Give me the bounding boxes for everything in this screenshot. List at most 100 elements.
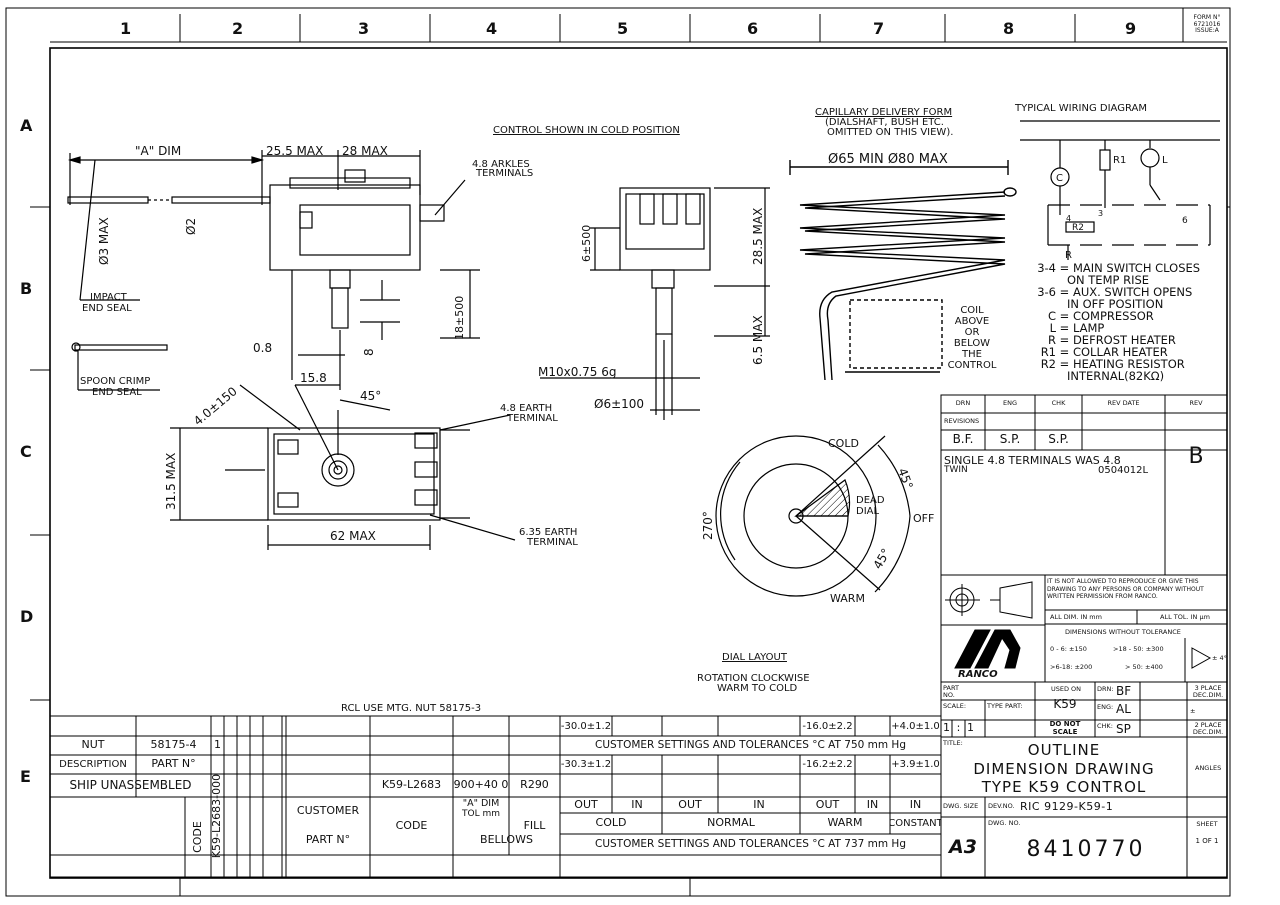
- revisions-label: REVISIONS: [944, 417, 980, 425]
- dial-warm: WARM: [830, 592, 865, 605]
- rev-header-rev: REV: [1189, 399, 1203, 408]
- dial-layout-title: DIAL LAYOUT: [722, 652, 788, 663]
- capillary-diameter: Ø65 MIN Ø80 MAX: [828, 152, 948, 167]
- all-tol-label: ALL TOL. IN µm: [1160, 613, 1210, 621]
- coil-note-1: COIL: [960, 305, 984, 316]
- legend-row: R = DEFROST HEATER: [1048, 333, 1176, 347]
- dwg-no-label: DWG. NO.: [988, 819, 1021, 827]
- description-value: PART N°: [151, 757, 196, 771]
- zone-col-7: 7: [873, 19, 884, 38]
- coil-note-3: OR: [965, 327, 980, 338]
- spoon-crimp-2: END SEAL: [92, 387, 142, 398]
- scale-left: 1: [943, 721, 950, 735]
- all-dim-label: ALL DIM. IN mm: [1050, 613, 1102, 621]
- rev-drn: B.F.: [952, 432, 974, 447]
- rev-note-date: 0504012L: [1098, 465, 1149, 476]
- wiring-r: R: [1065, 250, 1072, 261]
- dim-28-max: 28 MAX: [342, 144, 388, 158]
- drawing-title-3: TYPE K59 CONTROL: [981, 778, 1147, 796]
- mode-constant: CONSTANT: [890, 818, 941, 829]
- mode-normal: NORMAL: [707, 816, 755, 830]
- dial-rotation: ROTATION CLOCKWISE: [697, 673, 810, 684]
- rev-chk: S.P.: [1048, 432, 1069, 447]
- col-cold-out: OUT: [574, 797, 598, 811]
- angle-45-top: 45°: [360, 389, 381, 403]
- vertical-code: K59-L2683-000: [211, 773, 224, 859]
- dial-dead: DEAD: [856, 495, 885, 506]
- a-dim-label: "A" DIM: [135, 144, 181, 158]
- drawing-title-2: DIMENSION DRAWING: [973, 760, 1155, 778]
- form-number: FORM N° 6721016 ISSUE:A: [1193, 14, 1221, 35]
- refrigerant: R290: [520, 778, 549, 792]
- legend-row: L = LAMP: [1049, 321, 1105, 335]
- wiring-diagram: [1020, 120, 1220, 260]
- dim-15-8: 15.8: [300, 371, 327, 385]
- earth-48-label: 4.8 EARTH: [500, 403, 552, 414]
- dial-angle-45-a: 45°: [895, 466, 915, 491]
- legend-row: R1 = COLLAR HEATER: [1040, 345, 1168, 359]
- thread-spec: M10x0.75 6g: [538, 365, 617, 379]
- title-label: TITLE:: [943, 739, 963, 747]
- wiring-r1: R1: [1113, 155, 1126, 166]
- type-part-label: TYPE PART:: [987, 702, 1023, 710]
- capillary-coil: [789, 160, 1017, 381]
- coil-note-4: BELOW: [954, 338, 990, 349]
- zone-col-8: 8: [1003, 19, 1014, 38]
- rev-header-date: REV DATE: [1107, 399, 1140, 408]
- arkles-terminals-label-2: TERMINALS: [475, 168, 533, 179]
- eng-label: ENG:: [1097, 703, 1114, 711]
- arkles-terminals-label: 4.8 ARKLES: [472, 159, 530, 170]
- zone-col-1: 1: [120, 19, 131, 38]
- col-warm-out: OUT: [815, 797, 840, 811]
- spoon-crimp: SPOON CRIMP: [80, 376, 150, 387]
- rev-note-1: SINGLE 4.8 TERMINALS WAS 4.8: [944, 454, 1121, 467]
- nut-value: 58175-4: [150, 738, 197, 752]
- dim-31-5-max: 31.5 MAX: [164, 453, 178, 510]
- zone-col-3: 3: [358, 19, 369, 38]
- a-dim-value: 900+40 0: [453, 778, 509, 792]
- tol-range-3: >6-18: ±200: [1050, 663, 1093, 671]
- zone-row-e: E: [20, 767, 31, 786]
- col-cold-in: IN: [631, 797, 643, 811]
- settings-note-750: CUSTOMER SETTINGS AND TOLERANCES °C AT 7…: [595, 738, 906, 751]
- code-header: CODE: [395, 818, 428, 832]
- ranco-logo: [954, 629, 1021, 669]
- drawing-title-1: OUTLINE: [1027, 741, 1101, 759]
- wiring-l: L: [1162, 155, 1168, 166]
- two-place-label: 2 PLACE DEC.DIM.: [1192, 721, 1224, 736]
- fill-header: FILL: [523, 818, 546, 832]
- dial-angle-45-b: 45°: [870, 546, 893, 571]
- drn-value: BF: [1116, 684, 1132, 698]
- wiring-c: C: [1056, 173, 1063, 184]
- setting-cold-out-750: -30.0±1.2: [560, 720, 612, 732]
- capillary-title: CAPILLARY DELIVERY FORM: [815, 107, 952, 118]
- qty-value: 1: [214, 738, 221, 752]
- zone-row-c: C: [20, 442, 32, 461]
- customer-part-label: PART N°: [305, 833, 351, 847]
- zone-col-5: 5: [617, 19, 628, 38]
- rev-header-eng: ENG: [1002, 399, 1017, 408]
- col-constant-in: IN: [909, 797, 922, 811]
- rev-eng: S.P.: [999, 432, 1021, 447]
- dim-18: 18±500: [453, 296, 466, 340]
- copyright-note: IT IS NOT ALLOWED TO REPRODUCE OR GIVE T…: [1047, 578, 1204, 600]
- code-label: CODE: [190, 821, 204, 853]
- legend-row: 3-4 = MAIN SWITCH CLOSES: [1037, 261, 1201, 275]
- ship-unassembled: SHIP UNASSEMBLED: [69, 777, 192, 792]
- bellows-label: BELLOWS: [480, 833, 533, 847]
- impact-end-seal: IMPACT: [90, 292, 128, 303]
- tol-angle: ± 4°: [1212, 654, 1227, 662]
- legend-row: IN OFF POSITION: [1066, 297, 1164, 311]
- dim-dia6: Ø6±100: [594, 397, 644, 411]
- dim-0-8: 0.8: [253, 341, 272, 355]
- capillary-sub-2: OMITTED ON THIS VIEW).: [827, 127, 953, 138]
- do-not-scale: DO NOT: [1049, 721, 1081, 729]
- used-on-label: USED ON: [1051, 685, 1082, 693]
- title-block-grid: [940, 394, 1228, 878]
- earth-48-label-2: TERMINAL: [506, 413, 558, 424]
- dwg-size-label: DWG. SIZE: [943, 802, 979, 810]
- sheet-label: SHEET: [1196, 820, 1218, 829]
- three-place-label: 3 PLACE DEC.DIM.: [1192, 684, 1224, 699]
- capillary-sub-1: (DIALSHAFT, BUSH ETC.: [825, 117, 944, 128]
- dim-dia3-max: Ø3 MAX: [97, 217, 111, 265]
